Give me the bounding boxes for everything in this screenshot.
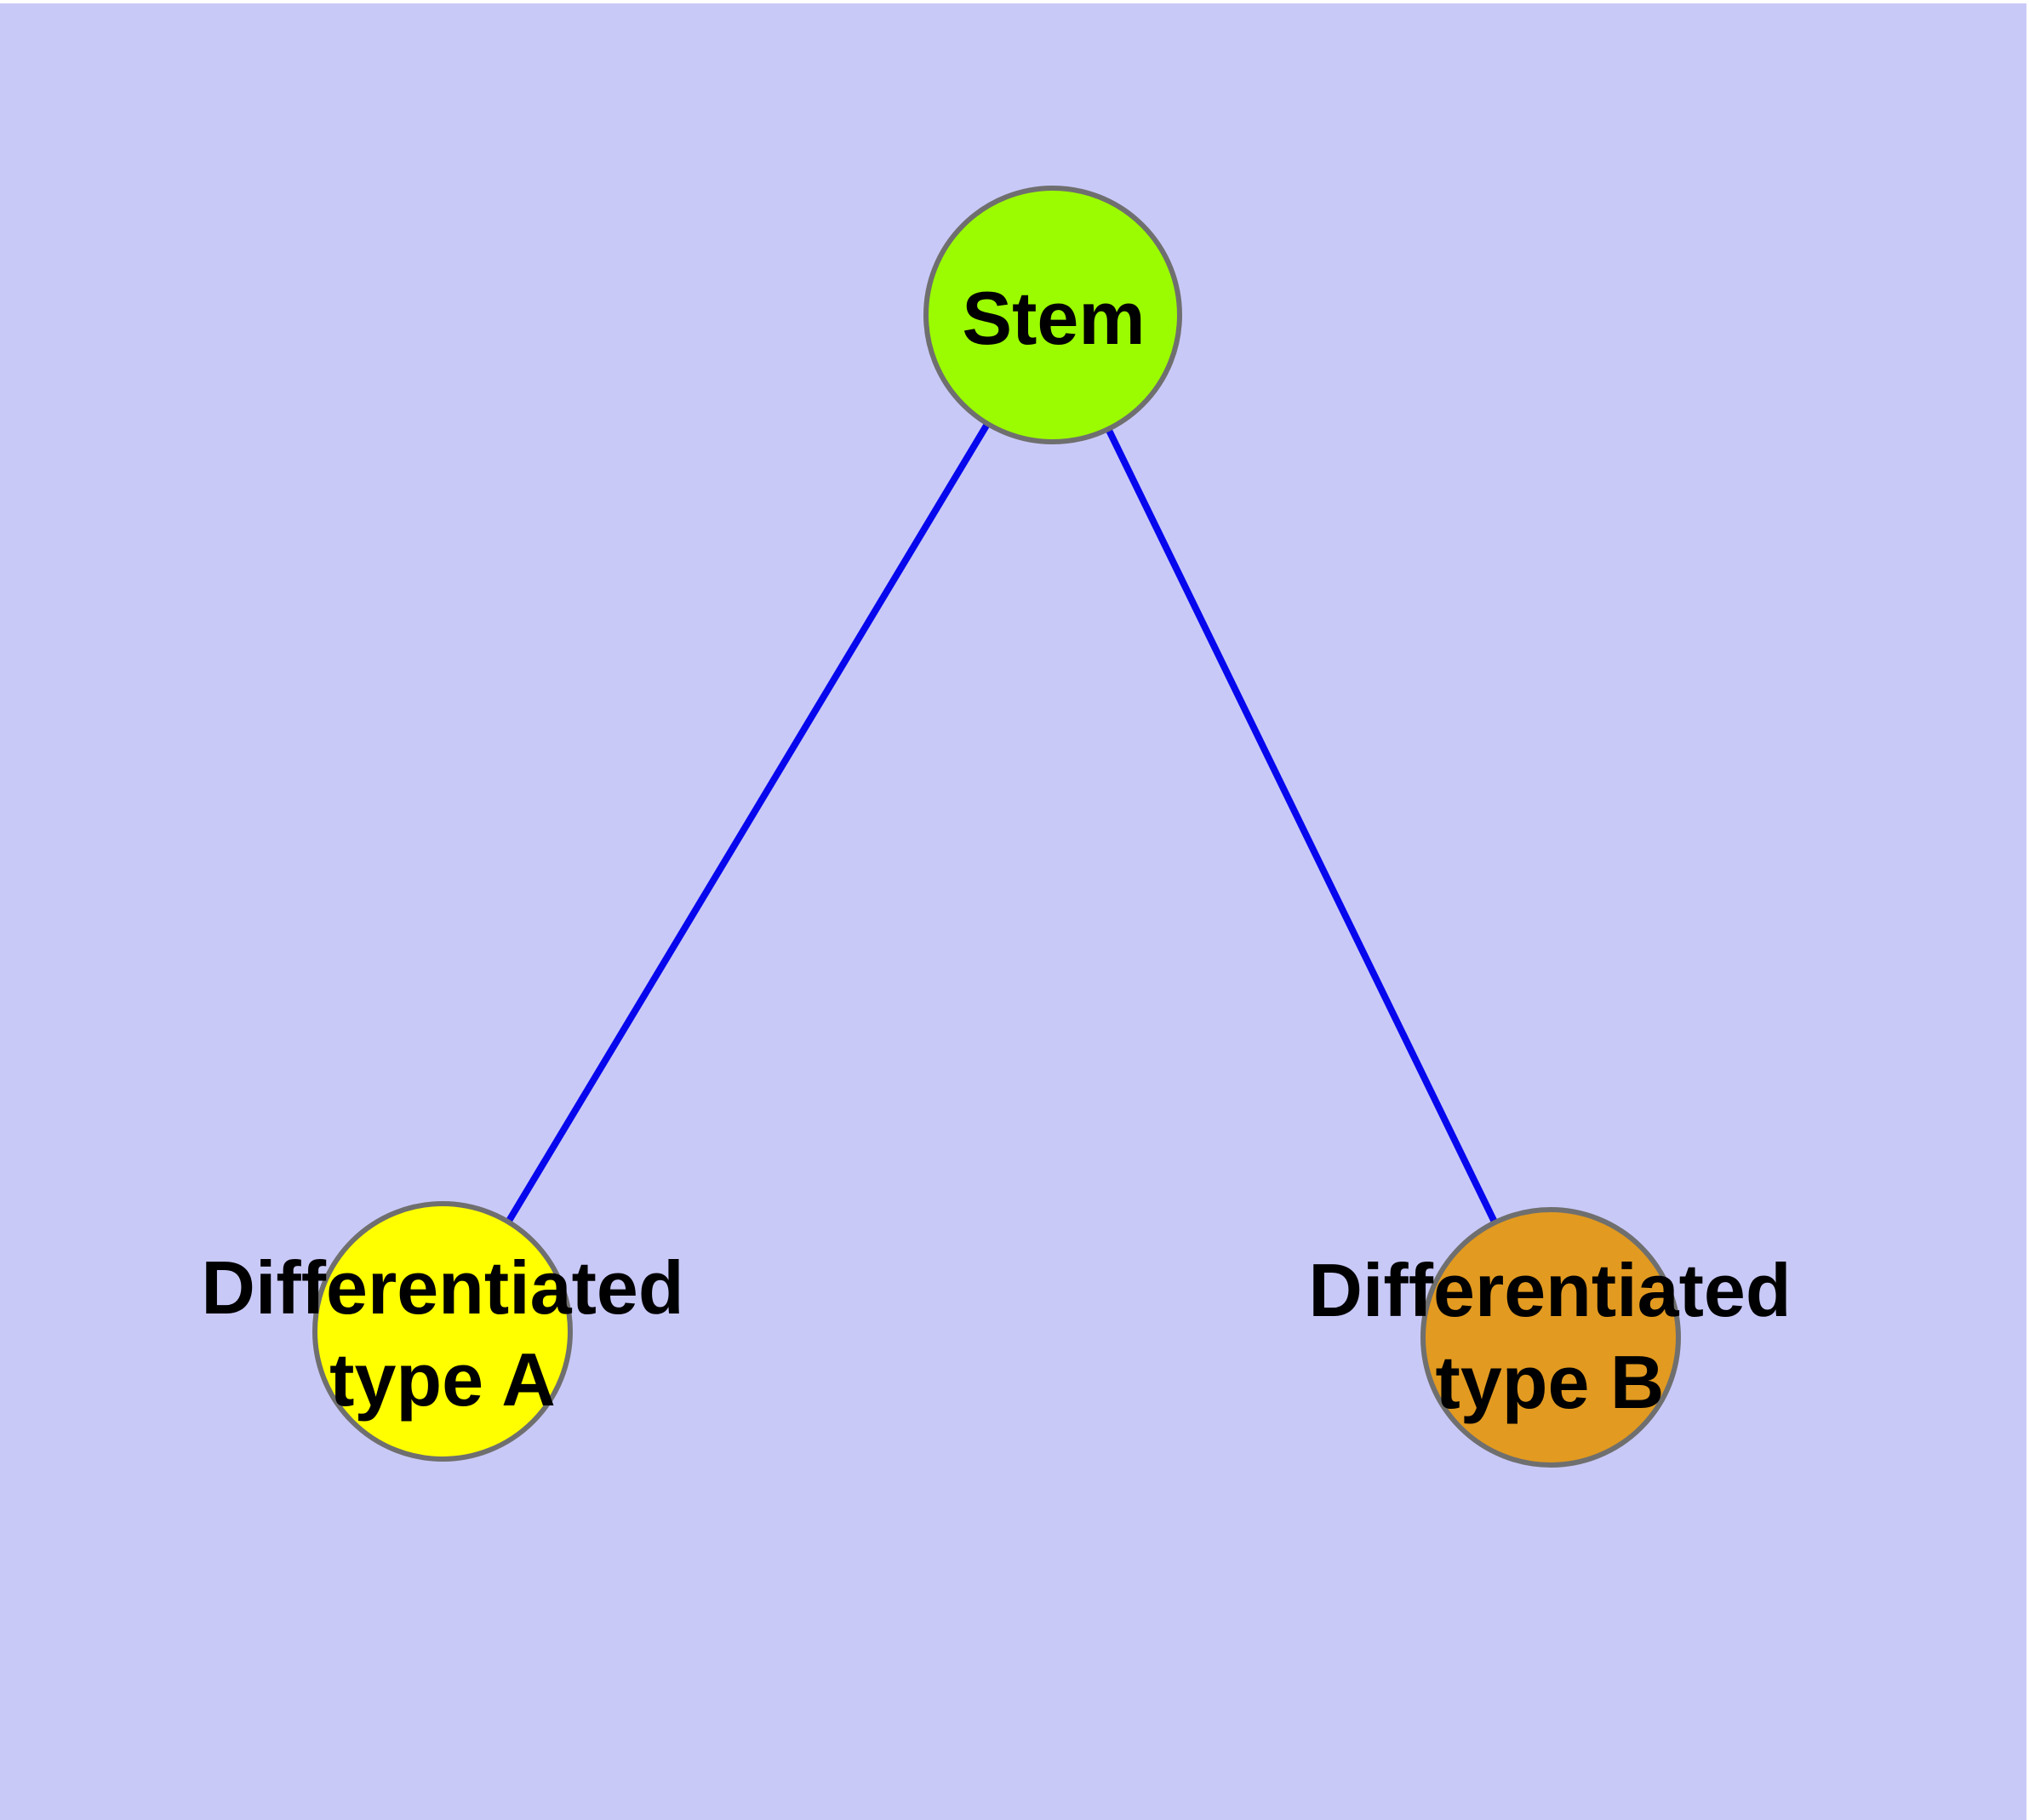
node-type-b-label: Differentiated type B xyxy=(1308,1247,1792,1424)
node-type-a-circle xyxy=(312,1201,573,1462)
node-type-b-circle xyxy=(1420,1207,1681,1468)
edge-stem-to-type-b xyxy=(1049,313,1554,1339)
node-type-a-label: Differentiated type A xyxy=(201,1245,684,1422)
node-stem-label: Stem xyxy=(962,275,1146,360)
node-stem-circle xyxy=(923,186,1182,444)
edge-stem-to-type-a xyxy=(439,312,1056,1334)
